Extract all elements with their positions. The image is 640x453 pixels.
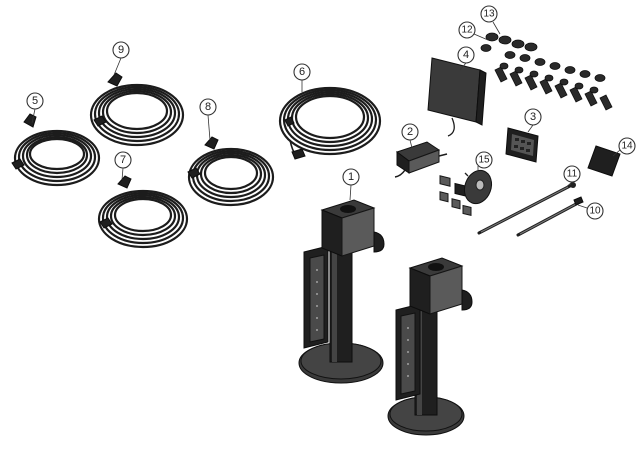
callout-8: 8 — [199, 98, 217, 116]
callout-2: 2 — [401, 123, 419, 141]
callout-label: 10 — [589, 206, 601, 217]
keypad-3 — [505, 127, 539, 163]
rod-10 — [516, 196, 584, 237]
callout-15: 15 — [475, 151, 493, 169]
callout-1: 1 — [342, 168, 360, 186]
callout-label: 5 — [32, 95, 38, 107]
callout-6: 6 — [293, 63, 311, 81]
callout-label: 4 — [463, 49, 469, 61]
callout-label: 13 — [483, 9, 495, 20]
callout-label: 11 — [567, 169, 578, 180]
callout-label: 8 — [205, 101, 211, 113]
jack-stand-2 — [387, 257, 473, 436]
cable-coil-8 — [187, 136, 275, 207]
cover-plate-14 — [587, 145, 621, 177]
cable-coil-6 — [278, 86, 382, 160]
callout-5: 5 — [26, 92, 44, 110]
callout-label: 14 — [621, 141, 633, 152]
callout-label: 9 — [118, 44, 124, 56]
callout-11: 11 — [563, 165, 581, 183]
cable-coil-9 — [89, 72, 185, 147]
callout-14: 14 — [618, 137, 636, 155]
callout-9: 9 — [112, 41, 130, 59]
callout-label: 12 — [461, 25, 473, 36]
control-module-2 — [394, 141, 448, 178]
leader-lines — [31, 21, 621, 209]
cable-coil-5 — [11, 113, 101, 187]
callout-10: 10 — [586, 202, 604, 220]
callout-label: 6 — [299, 66, 305, 78]
callout-3: 3 — [524, 108, 542, 126]
rod-11 — [477, 182, 576, 235]
callout-label: 3 — [530, 111, 536, 123]
callout-label: 2 — [407, 126, 413, 138]
jack-stand-1 — [298, 199, 385, 384]
callout-13: 13 — [480, 5, 498, 23]
callout-4: 4 — [457, 46, 475, 64]
circuit-board-4 — [427, 57, 487, 217]
disc-15 — [463, 169, 493, 205]
cable-coil-7 — [97, 175, 189, 249]
callout-label: 7 — [120, 154, 126, 166]
fastener-set — [480, 32, 613, 111]
callout-label: 15 — [478, 155, 490, 166]
callout-label: 1 — [348, 171, 354, 183]
callout-12: 12 — [458, 21, 476, 39]
callout-7: 7 — [114, 151, 132, 169]
